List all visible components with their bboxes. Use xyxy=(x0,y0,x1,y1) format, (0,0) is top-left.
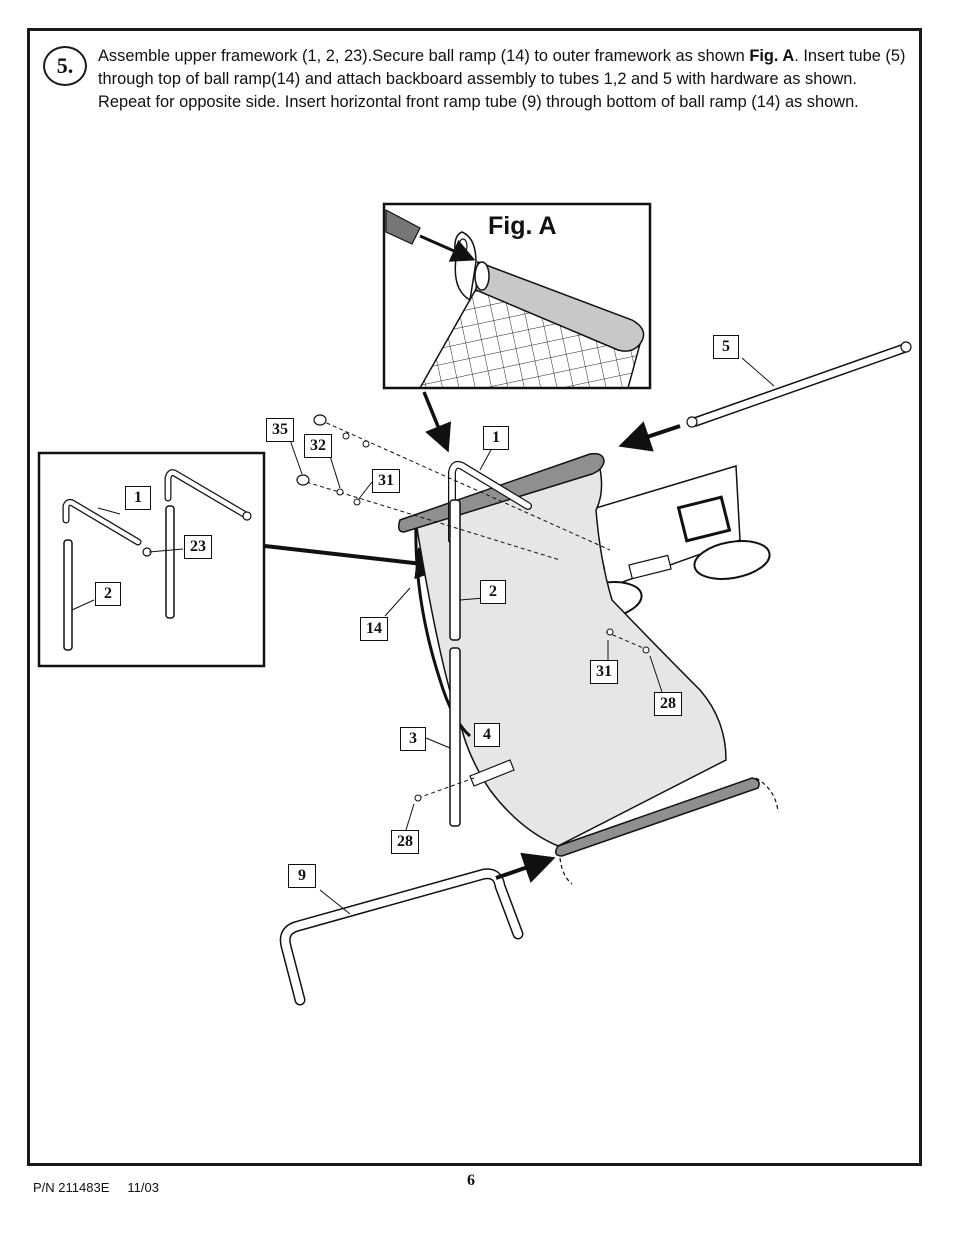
revision-date: 11/03 xyxy=(127,1180,159,1195)
callout-32: 32 xyxy=(304,434,332,458)
instructions-part1: Assemble upper framework (1, 2, 23).Secu… xyxy=(98,47,750,65)
instructions-part2: . Insert tube (5) through top of ball ra… xyxy=(98,47,906,111)
fig-a-inset xyxy=(382,202,652,390)
page-frame xyxy=(27,28,922,1166)
tube-5 xyxy=(618,341,912,452)
callout-3: 3 xyxy=(400,727,426,751)
step-instructions: Assemble upper framework (1, 2, 23).Secu… xyxy=(98,45,913,114)
callout-14: 14 xyxy=(360,617,388,641)
callout-28-lower: 28 xyxy=(391,830,419,854)
frame-tubes-1-2 xyxy=(448,447,532,641)
page-number: 6 xyxy=(467,1172,475,1189)
front-ramp-tube-9 xyxy=(279,852,556,1006)
callout-1: 1 xyxy=(483,426,509,450)
hardware-lines xyxy=(289,414,663,831)
fig-a-title: Fig. A xyxy=(488,212,557,240)
step-number: 5. xyxy=(56,53,74,78)
callout-inset-2: 2 xyxy=(95,582,121,606)
part-number: P/N 211483E xyxy=(33,1180,110,1195)
callout-9: 9 xyxy=(288,864,316,888)
callout-inset-23: 23 xyxy=(184,535,212,559)
callout-31-lower: 31 xyxy=(590,660,618,684)
callout-35: 35 xyxy=(266,418,294,442)
frame-tubes-3-4 xyxy=(425,647,515,827)
callout-31-upper: 31 xyxy=(372,469,400,493)
callout-2: 2 xyxy=(480,580,506,604)
callout-4: 4 xyxy=(474,723,500,747)
step-number-badge: 5. xyxy=(43,46,87,86)
callout-inset-1: 1 xyxy=(125,486,151,510)
callout-28-upper: 28 xyxy=(654,692,682,716)
footer-info: P/N 211483E 11/03 xyxy=(33,1180,177,1195)
callout-5: 5 xyxy=(713,335,739,359)
instructions-fig-ref: Fig. A xyxy=(749,47,795,65)
upper-framework-inset xyxy=(37,451,266,668)
